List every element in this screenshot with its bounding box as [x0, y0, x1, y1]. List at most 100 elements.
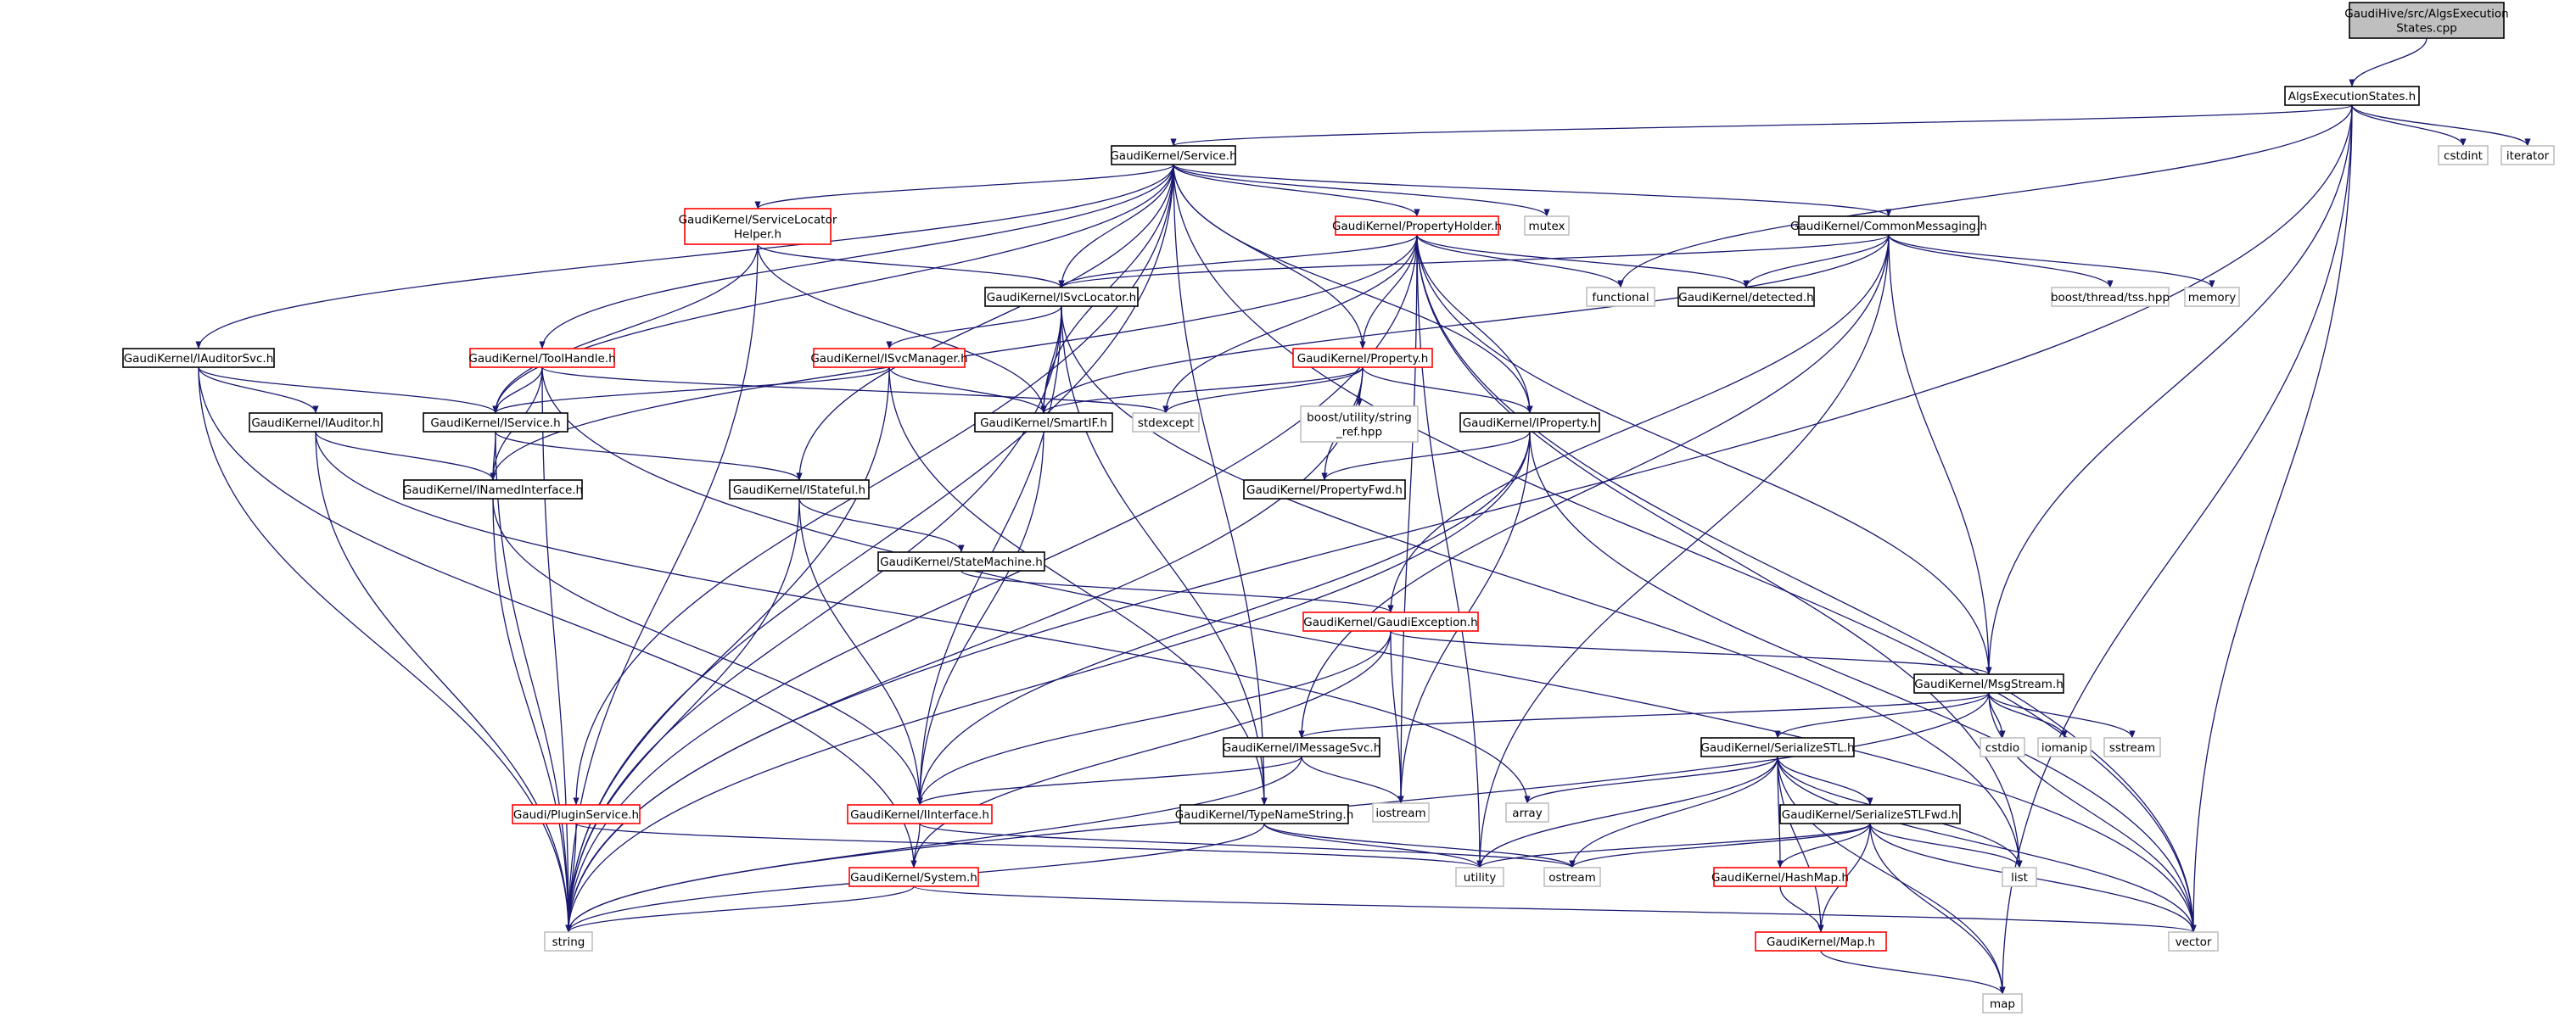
node-box-propertyFwd [1243, 479, 1406, 500]
edge-algsExecutionStates-to-cstdint [2351, 104, 2467, 147]
dependency-edges [195, 37, 2531, 995]
node-mapH[interactable]: GaudiKernel/Map.h [1755, 931, 1887, 952]
node-algsExecutionStates[interactable]: AlgsExecutionStates.h [2284, 86, 2420, 106]
node-box-gaudiException [1302, 612, 1479, 632]
edge-serializeSTL-to-ostream [1569, 756, 1778, 868]
node-label-boostStringRef: boost/utility/string [1307, 411, 1412, 425]
node-label-stdexcept: stdexcept [1138, 416, 1194, 430]
node-typeNameString[interactable]: GaudiKernel/TypeNameString.h [1175, 804, 1354, 824]
node-commonMessaging[interactable]: GaudiKernel/CommonMessaging.h [1790, 215, 1987, 236]
node-gaudiException[interactable]: GaudiKernel/GaudiException.h [1302, 612, 1479, 632]
node-pluginService[interactable]: Gaudi/PluginService.h [512, 804, 641, 824]
node-label-mapH: GaudiKernel/Map.h [1767, 935, 1875, 949]
edge-commonMessaging-to-gaudiException [1387, 234, 1890, 613]
edge-gaudiException-to-iostream [1390, 630, 1404, 804]
node-label-iostream: iostream [1375, 807, 1425, 820]
node-stateMachine[interactable]: GaudiKernel/StateMachine.h [877, 551, 1045, 572]
node-serializeSTL[interactable]: GaudiKernel/SerializeSTL.h [1700, 737, 1855, 757]
node-imessageSvc[interactable]: GaudiKernel/IMessageSvc.h [1223, 737, 1381, 757]
node-root[interactable]: GaudiHive/src/AlgsExecutionStates.cpp [2344, 2, 2509, 39]
edge-msgStream-to-serializeSTL [1774, 692, 1990, 739]
node-box-cstdint [2438, 145, 2489, 165]
node-label-vector: vector [2176, 935, 2212, 949]
node-iservice[interactable]: GaudiKernel/IService.h [423, 412, 568, 433]
node-smartIF[interactable]: GaudiKernel/SmartIF.h [974, 412, 1113, 433]
node-label-stateMachine: GaudiKernel/StateMachine.h [880, 556, 1043, 569]
edge-serializeSTL-to-utility [1476, 756, 1778, 868]
node-box-vector [2168, 931, 2219, 952]
edge-propertyHolder-to-string [565, 234, 1418, 933]
edge-property-to-smartIF [1040, 366, 1364, 414]
node-box-isvcManager [813, 348, 966, 368]
node-box-cstdio [1980, 737, 2025, 757]
node-label-cstdint: cstdint [2444, 149, 2483, 163]
node-serializeSTLFwd[interactable]: GaudiKernel/SerializeSTLFwd.h [1779, 804, 1961, 824]
node-box-iproperty [1459, 412, 1600, 433]
edge-iproperty-to-string [565, 431, 1531, 933]
edge-mapH-to-map [1820, 950, 2006, 995]
node-label-imessageSvc: GaudiKernel/IMessageSvc.h [1223, 741, 1381, 755]
header-nodes: GaudiHive/src/AlgsExecutionStates.cppAlg… [122, 2, 2555, 1014]
node-box-memory [2184, 287, 2240, 307]
node-service[interactable]: GaudiKernel/Service.h [1110, 145, 1237, 165]
node-label-propertyFwd: GaudiKernel/PropertyFwd.h [1246, 483, 1403, 497]
node-iproperty[interactable]: GaudiKernel/IProperty.h [1459, 412, 1600, 433]
node-toolHandle[interactable]: GaudiKernel/ToolHandle.h [468, 348, 616, 368]
node-label-iinterface: GaudiKernel/IInterface.h [850, 808, 989, 822]
node-box-list [2002, 867, 2037, 887]
node-box-mutex [1524, 215, 1570, 236]
edge-iauditorSvc-to-iauditor [198, 366, 319, 414]
node-iauditorSvc[interactable]: GaudiKernel/IAuditorSvc.h [122, 348, 275, 368]
node-propertyHolder[interactable]: GaudiKernel/PropertyHolder.h [1332, 215, 1502, 236]
node-property[interactable]: GaudiKernel/Property.h [1292, 348, 1433, 368]
edge-service-to-pluginService [573, 164, 1174, 806]
node-label-boostThread: boost/thread/tss.hpp [2051, 291, 2170, 304]
node-msgStream[interactable]: GaudiKernel/MsgStream.h [1913, 673, 2064, 694]
node-cstdio: cstdio [1980, 737, 2025, 757]
node-label-gaudiException: GaudiKernel/GaudiException.h [1303, 616, 1477, 629]
edge-commonMessaging-to-memory [1888, 234, 2215, 288]
node-label-string: string [552, 935, 585, 949]
node-inamedInterface[interactable]: GaudiKernel/INamedInterface.h [403, 479, 583, 500]
edge-imessageSvc-to-string [565, 756, 1302, 933]
node-iauditor[interactable]: GaudiKernel/IAuditor.h [249, 412, 383, 433]
node-isvcLocator[interactable]: GaudiKernel/ISvcLocator.h [984, 287, 1139, 307]
node-label-list: list [2011, 871, 2028, 885]
edge-service-to-typeNameString [1173, 164, 1268, 806]
node-array: array [1505, 802, 1549, 823]
edge-serializeSTL-to-mapH [1777, 756, 1824, 933]
edge-property-to-iproperty [1362, 366, 1533, 414]
node-label-service: GaudiKernel/Service.h [1110, 149, 1236, 163]
node-label-algsExecutionStates: AlgsExecutionStates.h [2288, 90, 2416, 103]
node-system[interactable]: GaudiKernel/System.h [848, 867, 979, 887]
node-box-stateMachine [877, 551, 1045, 572]
edge-propertyHolder-to-property [1359, 234, 1418, 349]
node-label-inamedInterface: GaudiKernel/INamedInterface.h [403, 483, 583, 497]
node-box-algsExecutionStates [2284, 86, 2420, 106]
edge-commonMessaging-to-boostThread [1888, 234, 2114, 288]
node-iostream: iostream [1372, 802, 1430, 823]
edge-istateful-to-string [565, 498, 800, 933]
edge-serviceLocatorHelper-to-smartIF [757, 243, 1047, 414]
edge-serializeSTLFwd-to-hashMap [1777, 823, 1871, 868]
node-box-iomanip [2037, 737, 2092, 757]
node-box-iostream [1372, 802, 1430, 823]
node-label-detected: GaudiKernel/detected.h [1678, 291, 1813, 304]
node-propertyFwd[interactable]: GaudiKernel/PropertyFwd.h [1243, 479, 1406, 500]
node-boostStringRef: boost/utility/string_ref.hpp [1300, 405, 1419, 443]
edge-propertyHolder-to-vector [1416, 234, 2197, 933]
node-detected[interactable]: GaudiKernel/detected.h [1677, 287, 1815, 307]
node-label-boostStringRef: _ref.hpp [1336, 426, 1382, 439]
node-box-functional [1586, 287, 1655, 307]
node-box-mapH [1755, 931, 1887, 952]
node-iinterface[interactable]: GaudiKernel/IInterface.h [847, 804, 993, 824]
node-hashMap[interactable]: GaudiKernel/HashMap.h [1711, 867, 1849, 887]
node-box-string [544, 931, 593, 952]
edge-propertyHolder-to-stdexcept [1162, 234, 1418, 414]
node-isvcManager[interactable]: GaudiKernel/ISvcManager.h [810, 348, 968, 368]
edge-service-to-commonMessaging [1173, 164, 1892, 217]
edge-algsExecutionStates-to-service [1170, 104, 2353, 147]
node-istateful[interactable]: GaudiKernel/IStateful.h [729, 479, 870, 500]
